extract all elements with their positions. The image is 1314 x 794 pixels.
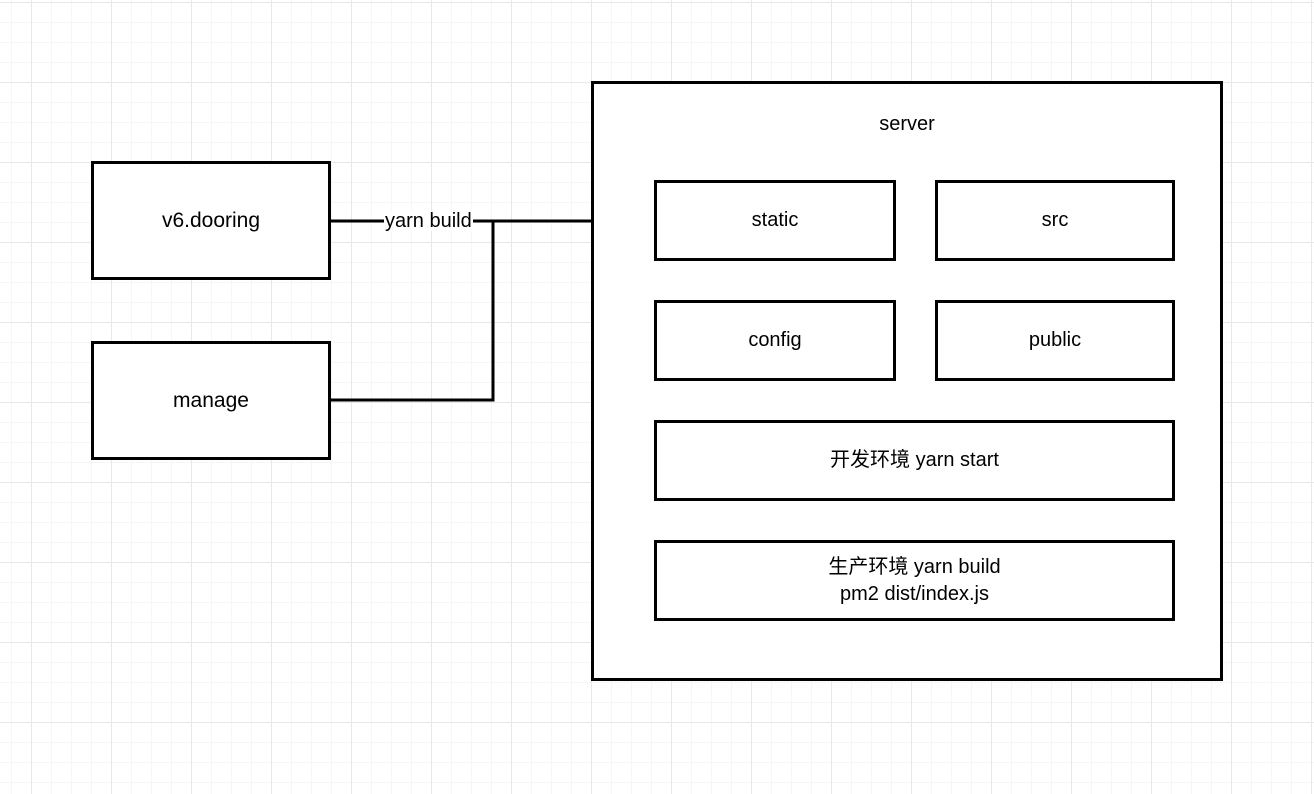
node-src-label: src — [1041, 209, 1069, 232]
node-dev-environment-label: 开发环境 yarn start — [830, 449, 999, 472]
node-static-label: static — [751, 209, 799, 232]
node-config[interactable]: config — [654, 300, 896, 381]
edge-manage-to-trunk — [331, 221, 495, 402]
node-v6-dooring[interactable]: v6.dooring — [91, 161, 331, 280]
container-server-title: server — [879, 113, 935, 135]
node-prod-environment[interactable]: 生产环境 yarn build pm2 dist/index.js — [654, 540, 1175, 621]
node-dev-environment[interactable]: 开发环境 yarn start — [654, 420, 1175, 501]
node-config-label: config — [748, 329, 802, 352]
node-static[interactable]: static — [654, 180, 896, 261]
node-src[interactable]: src — [935, 180, 1175, 261]
node-v6-dooring-label: v6.dooring — [161, 208, 261, 232]
node-public[interactable]: public — [935, 300, 1175, 381]
node-prod-environment-label: 生产环境 yarn build pm2 dist/index.js — [828, 556, 1001, 605]
node-manage-label: manage — [173, 388, 249, 412]
edge-label-yarn-build: yarn build — [384, 210, 473, 232]
node-manage[interactable]: manage — [91, 341, 331, 460]
node-public-label: public — [1028, 329, 1082, 352]
